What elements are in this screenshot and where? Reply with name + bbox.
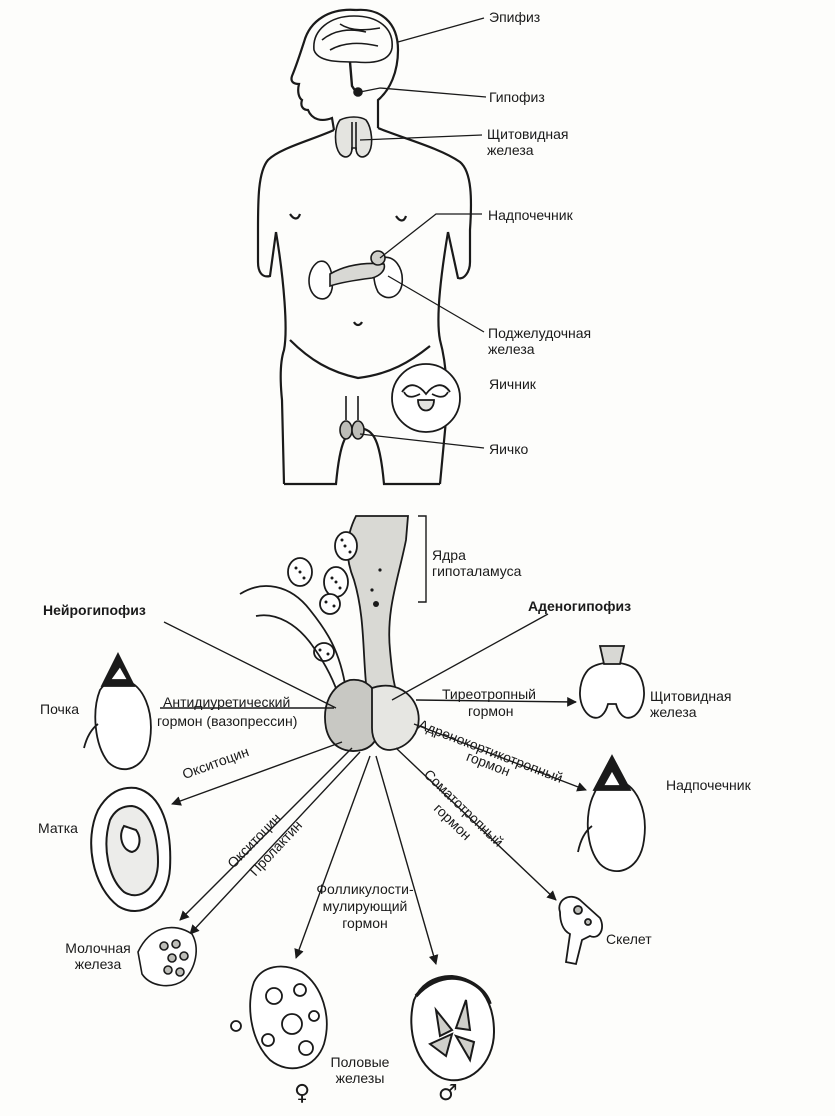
mammary-organ-icon	[137, 926, 197, 987]
hypothalamus-label-line2: гипоталамуса	[432, 563, 522, 579]
testis-illustration	[339, 396, 365, 440]
mammary-label-line1: Молочная	[65, 940, 131, 956]
adrenal2-label: Надпочечник	[666, 777, 751, 793]
human-body-outline	[256, 8, 473, 486]
thyroid-organ-icon	[579, 645, 645, 719]
adh-label-line1: Антидиуретический	[163, 694, 291, 710]
hypothalamus-pituitary-illustration	[239, 515, 420, 752]
ovary-organ-icon	[230, 965, 328, 1070]
pancreas-label-line2: железа	[488, 341, 535, 357]
adenohypophysis-label: Аденогипофиз	[528, 598, 632, 614]
tsh-label-line1: Тиреотропный	[442, 686, 536, 702]
fsh-male-arrow	[375, 755, 439, 965]
kidney-organ-icon	[83, 651, 152, 771]
pituitary-label: Гипофиз	[489, 89, 545, 105]
kidney-label: Почка	[40, 701, 80, 717]
uterus-label: Матка	[38, 820, 78, 836]
thyroid-label-line1: Щитовидная	[487, 126, 569, 142]
fsh-label-line2: мулирующий	[322, 898, 408, 914]
kidney-pancreas-illustration	[308, 250, 404, 300]
tsh-label-line2: гормон	[468, 703, 514, 719]
gonads-label-line2: железы	[335, 1070, 385, 1086]
hypothalamus-bracket	[418, 515, 427, 603]
thyroid-label-line2: железа	[487, 142, 534, 158]
testis-label: Яичко	[489, 441, 529, 457]
uterus-organ-icon	[90, 786, 172, 912]
acth-arrow	[413, 723, 587, 792]
neurohypophysis-label: Нейрогипофиз	[43, 602, 146, 618]
epiphysis-label: Эпифиз	[489, 9, 541, 25]
hypothalamus-label-line1: Ядра	[432, 547, 466, 563]
tsh-arrow	[415, 696, 577, 707]
fsh-label-line1: Фолликулости-	[316, 881, 414, 897]
thyroid2-label-line1: Щитовидная	[650, 688, 732, 704]
adrenal-organ-icon	[577, 754, 646, 873]
ovary-label: Яичник	[489, 376, 536, 392]
female-symbol: ♀	[294, 1081, 311, 1106]
fsh-female-arrow	[294, 755, 371, 959]
gonads-label-line1: Половые	[330, 1054, 390, 1070]
thyroid-illustration	[334, 116, 373, 158]
oxytocin-uterus-arrow	[171, 741, 343, 806]
top-leader-lines	[359, 17, 487, 449]
skeleton-label: Скелет	[606, 931, 652, 947]
thyroid2-label-line2: железа	[650, 704, 697, 720]
gh-arrow	[395, 747, 557, 901]
ovary-inset	[391, 363, 461, 433]
adrenal-label: Надпочечник	[488, 207, 573, 223]
mammary-label-line2: железа	[74, 956, 122, 972]
prolactin-arrow	[189, 751, 361, 935]
testis-organ-icon	[410, 974, 496, 1082]
male-symbol: ♂	[438, 1081, 458, 1106]
bone-organ-icon	[558, 895, 603, 966]
hormone-arrows	[160, 696, 587, 965]
brain-illustration	[313, 15, 393, 97]
pancreas-label-line1: Поджелудочная	[488, 325, 592, 341]
oxytocin-mammary-arrow	[179, 747, 353, 921]
lobe-pointer-lines	[163, 613, 549, 709]
fsh-label-line3: гормон	[342, 915, 388, 931]
adh-label-line2: гормон (вазопрессин)	[157, 713, 298, 729]
